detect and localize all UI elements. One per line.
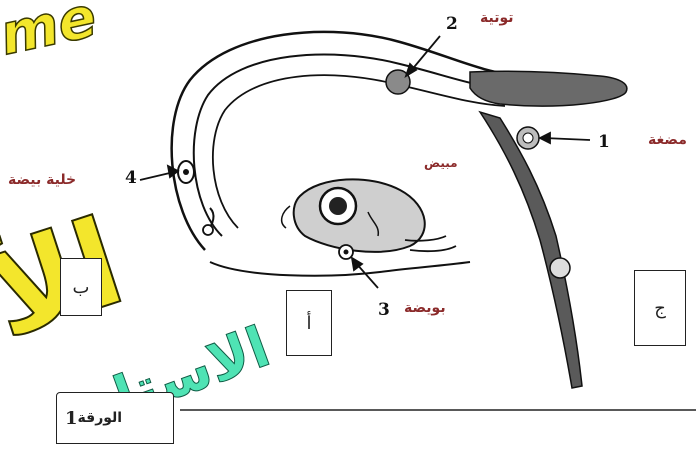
box-alef: أ (286, 290, 332, 356)
uterus-upper-wall (470, 71, 627, 106)
ovary (294, 179, 425, 252)
sheet-label: الورقة (78, 410, 123, 426)
sheet-number: 1 (65, 408, 78, 429)
number-3: 3 (378, 300, 390, 320)
box-ba: ب (60, 258, 102, 316)
implanted-embryo (550, 258, 570, 278)
oviduct-lower-wall (210, 262, 470, 276)
ovary-follicle-core (329, 197, 347, 215)
label-ovule: بويضة (404, 300, 446, 316)
sperm-head (203, 225, 213, 235)
number-4: 4 (125, 168, 137, 188)
ovule-nucleus (344, 250, 349, 255)
box-jim: ج (634, 270, 686, 346)
sheet-tab: 1 الورقة (56, 392, 174, 444)
arrow-4-head (168, 166, 178, 177)
morula-core (523, 133, 533, 143)
number-1: 1 (598, 132, 610, 152)
number-2: 2 (446, 14, 458, 34)
uterus-lower-wall (480, 112, 582, 388)
egg-cell-nucleus (183, 169, 189, 175)
label-egg-cell: خلية بيضة (8, 172, 76, 188)
label-ovary: مبيض (424, 156, 458, 170)
label-morula: مضغة (648, 132, 687, 148)
label-zygote: توتية (480, 10, 514, 26)
arrow-1-head (540, 133, 550, 143)
